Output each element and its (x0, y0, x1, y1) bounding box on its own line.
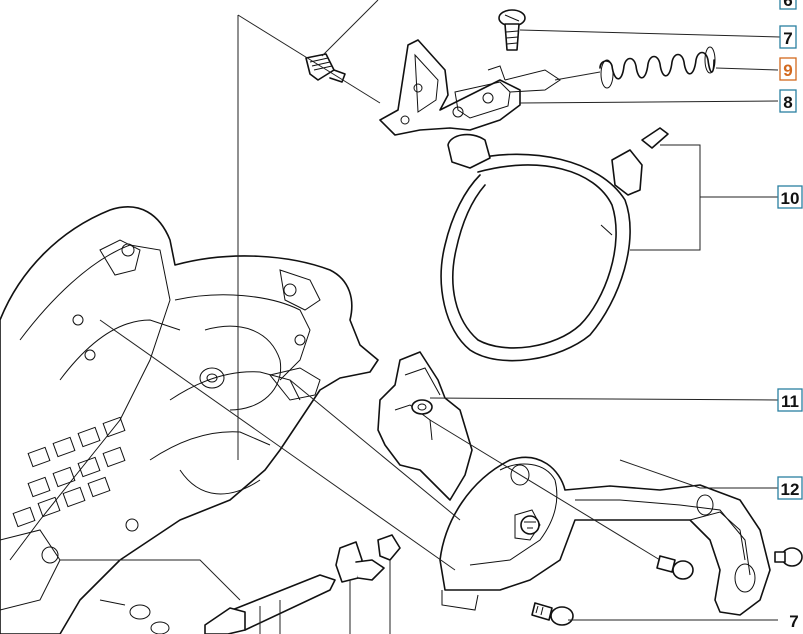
callout-8: 8 (779, 89, 797, 113)
callout-7-bottom: 7 (789, 612, 798, 631)
crankcase-housing (0, 206, 379, 634)
leader-lines (60, 0, 781, 634)
screw-bottom (531, 602, 574, 626)
callout-12: 12 (777, 476, 803, 500)
screw-guard-mid (656, 555, 694, 580)
callout-10: 10 (777, 185, 803, 209)
screw-top (498, 9, 526, 51)
callout-6: 6 (779, 0, 797, 10)
handle-guard (439, 456, 771, 616)
brake-spring (599, 46, 716, 89)
screw-guard-right (774, 547, 803, 567)
brake-bracket (377, 351, 473, 501)
callout-9: 9 (779, 57, 797, 81)
callout-8-text: 8 (783, 93, 792, 112)
callout-11: 11 (777, 388, 803, 412)
callout-7-top-text: 7 (783, 29, 792, 48)
callout-11-text: 11 (781, 392, 799, 411)
callout-10-text: 10 (781, 189, 800, 208)
brake-lever-assembly (379, 39, 561, 136)
callout-7-top: 7 (779, 25, 797, 49)
callout-6-text: 6 (783, 0, 792, 10)
callout-12-text: 12 (781, 480, 800, 499)
callout-9-text: 9 (783, 61, 792, 80)
bottom-small-parts (99, 534, 401, 634)
callout-7-bottom-text: 7 (789, 612, 798, 631)
brand-logo (520, 515, 540, 535)
brake-band (440, 127, 669, 362)
